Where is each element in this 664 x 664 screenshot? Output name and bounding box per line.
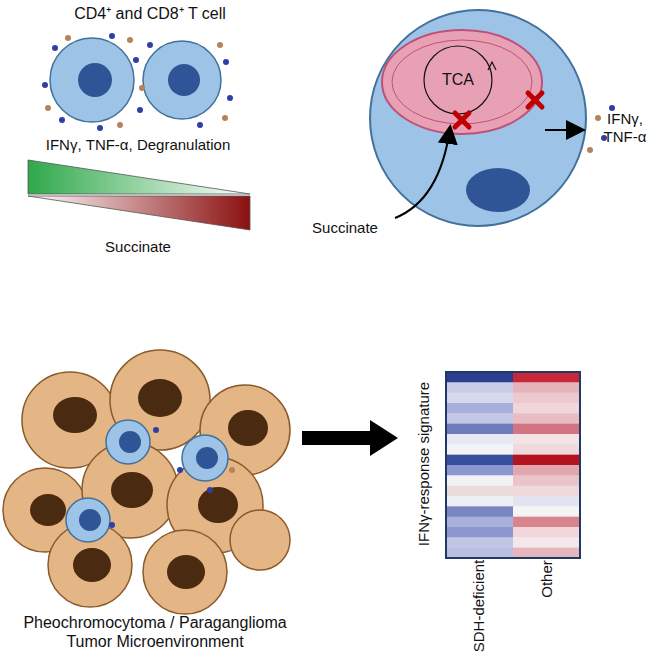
heatmap-cell <box>513 475 580 486</box>
t-cell-mitochondrion <box>370 10 615 226</box>
heatmap-cell <box>513 424 580 435</box>
node-text: Pheochromocytoma / Paraganglioma Tumor M… <box>15 613 295 651</box>
heatmap-cell <box>446 506 513 517</box>
tumor-microenvironment: Pheochromocytoma / Paraganglioma Tumor M… <box>12 355 298 655</box>
text-label: IFNγ, TNF-α, Degranulation <box>46 136 231 154</box>
heatmap-cell <box>513 506 580 517</box>
t-cells <box>42 33 233 131</box>
heatmap-cell <box>446 444 513 455</box>
heatmap-cell <box>446 372 513 383</box>
heatmap-cell <box>446 486 513 497</box>
heatmap-cell <box>513 372 580 383</box>
text-label: Succinate <box>105 238 171 256</box>
heatmap-cell <box>513 393 580 404</box>
block-arrow <box>302 420 398 456</box>
decrease-wedge <box>28 160 250 194</box>
text-label: Succinate <box>312 219 378 237</box>
heatmap <box>446 372 580 559</box>
heatmap-cell <box>446 382 513 393</box>
heatmap-cell <box>446 413 513 424</box>
node-text: Other <box>538 560 556 598</box>
heatmap-cell <box>513 496 580 507</box>
heatmap-cell <box>513 413 580 424</box>
heatmap-cell <box>446 517 513 528</box>
heatmap-cell <box>446 465 513 476</box>
heatmap-cell <box>446 403 513 414</box>
node-text: TCA <box>442 70 474 89</box>
heatmap-cell <box>446 475 513 486</box>
heatmap-cell <box>446 548 513 559</box>
heatmap-cell <box>446 537 513 548</box>
heatmap-cell <box>513 455 580 466</box>
mitochondrion: TCA <box>418 62 498 98</box>
heatmap-cell <box>446 424 513 435</box>
heatmap-cell <box>513 403 580 414</box>
heatmap-cell <box>446 393 513 404</box>
text-label: IFNγ, TNF-α <box>590 110 660 146</box>
heatmap-cell <box>513 382 580 393</box>
increase-wedge <box>28 196 250 230</box>
heatmap-cell <box>513 465 580 476</box>
heatmap-cell <box>446 434 513 445</box>
heatmap-cell <box>513 527 580 538</box>
heatmap-cell <box>513 537 580 548</box>
heatmap-frame <box>446 372 580 558</box>
heatmap-cell <box>513 444 580 455</box>
node-text: IFNγ-response signature <box>415 382 433 546</box>
heatmap-panel: IFNγ-response signatureSDH-deficient Othe… <box>402 366 592 658</box>
heatmap-cell <box>513 548 580 559</box>
node-text: SDH-deficient <box>470 560 488 653</box>
heatmap-cell <box>513 434 580 445</box>
heatmap-cell <box>513 517 580 528</box>
heatmap-cell <box>446 496 513 507</box>
heatmap-cell <box>446 455 513 466</box>
heatmap-cell <box>446 527 513 538</box>
tumor-cells <box>3 350 290 614</box>
heatmap-cell <box>513 486 580 497</box>
infiltrating-t-cells <box>66 420 235 542</box>
text-label: CD4⁺ and CD8⁺ T cell <box>74 4 226 23</box>
